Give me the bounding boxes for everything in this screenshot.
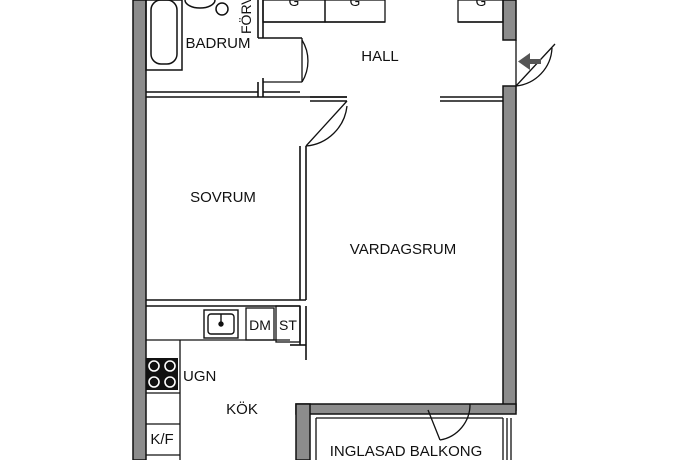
outer-walls: [132, 0, 517, 460]
room-label-vardagsrum: VARDAGSRUM: [350, 241, 456, 258]
sink-icon: [203, 309, 239, 339]
dishwasher-box: [245, 307, 275, 341]
fridge-freezer-label: K/F: [150, 431, 173, 448]
wardrobe-label-3: G: [476, 0, 487, 9]
toilet-icon: [184, 0, 229, 16]
wardrobe-3: G: [457, 0, 504, 23]
interior-walls: [146, 0, 503, 360]
bathtub-icon: [145, 0, 183, 71]
balcony-door-icon: [427, 403, 471, 441]
oven-label: UGN: [183, 368, 216, 385]
room-label-forrad: FÖRV: [237, 0, 254, 34]
bathroom-door-icon: [263, 38, 309, 83]
room-label-balkong: INGLASAD BALKONG: [330, 443, 483, 460]
wardrobe-1: G: [262, 0, 326, 23]
kitchen: DM ST UGN K/F KÖK: [146, 305, 301, 460]
bathroom: BADRUM FÖRV: [145, 0, 309, 83]
room-label-badrum: BADRUM: [185, 35, 250, 52]
cleaning-closet-label: ST: [279, 317, 297, 333]
bedroom: SOVRUM: [190, 100, 348, 206]
living-room: VARDAGSRUM: [350, 241, 456, 258]
arrow-left-icon: [518, 53, 541, 70]
glazed-balcony: INGLASAD BALKONG: [315, 403, 512, 460]
room-label-sovrum: SOVRUM: [190, 189, 256, 206]
cleaning-closet-box: [275, 305, 301, 343]
bedroom-door-icon: [305, 100, 348, 147]
balcony-outline: [315, 417, 512, 460]
front-door-icon: [515, 40, 556, 87]
dishwasher-label: DM: [249, 317, 271, 333]
room-label-kok: KÖK: [226, 400, 258, 418]
wardrobe-label-1: G: [289, 0, 300, 9]
wardrobe-2: G: [324, 0, 386, 23]
stove-icon: [146, 358, 178, 390]
hall: G G G HALL: [262, 0, 556, 87]
wardrobe-label-2: G: [350, 0, 361, 9]
room-label-hall: HALL: [361, 48, 399, 65]
